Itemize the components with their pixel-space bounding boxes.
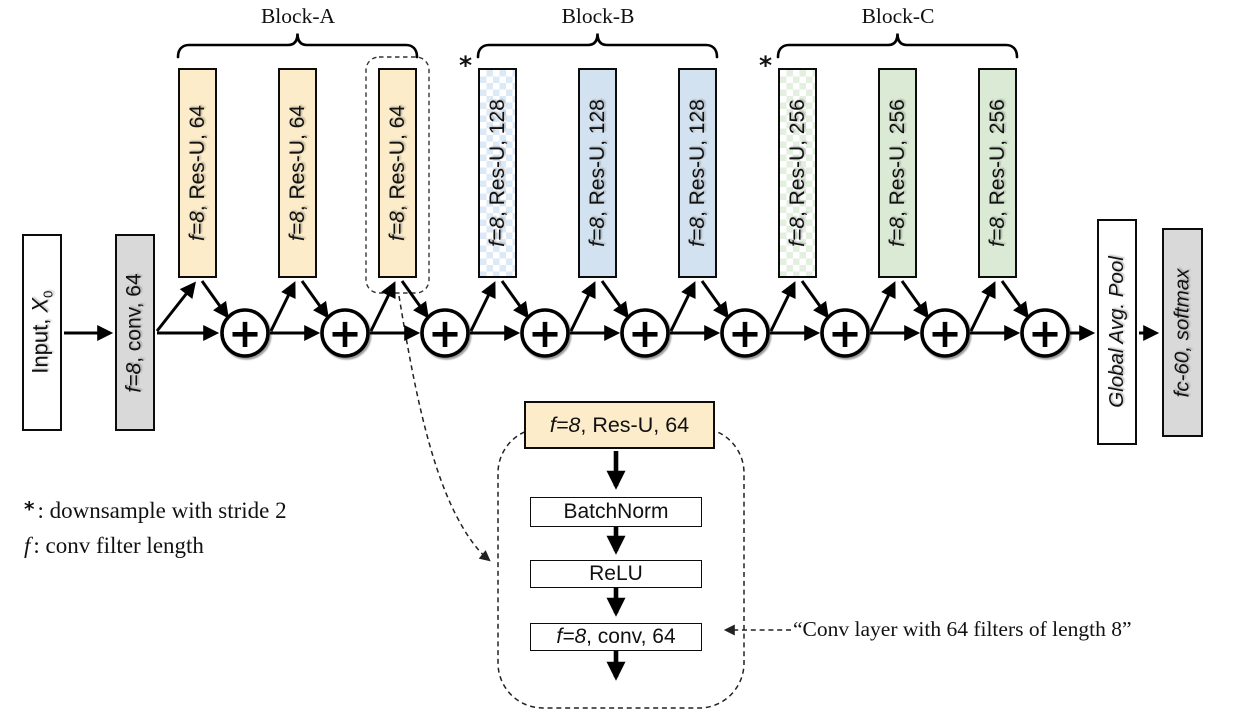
annotation-text: “Conv layer with 64 filters of length 8”: [793, 617, 1132, 641]
res-unit-a3-label: f=8, Res-U, 64: [385, 105, 409, 241]
block-c-label: Block-C: [861, 4, 935, 28]
brace-block-b: [476, 33, 719, 59]
zoom-callout-arrow: [398, 295, 491, 562]
global-avg-pool-box: Global Avg. Pool: [1097, 219, 1137, 445]
relu-label: ReLU: [589, 562, 643, 585]
sum-node: [520, 308, 570, 358]
connector-arrow: [269, 281, 296, 332]
res-unit-c1: f=8, Res-U, 256: [778, 68, 817, 278]
connector-arrow: [700, 280, 729, 319]
connector-arrow: [669, 281, 696, 332]
connector-arrow: [300, 280, 329, 319]
fc-softmax-label: fc-60, softmax: [1170, 268, 1194, 397]
sum-node: [320, 308, 370, 358]
connector-arrow: [900, 280, 929, 319]
fc-softmax-box: fc-60, softmax: [1162, 228, 1203, 437]
plus-icon: +: [1028, 311, 1062, 357]
detail-res-unit-box: f=8, Res-U, 64: [524, 401, 715, 449]
plus-icon: +: [328, 311, 362, 357]
connector-arrow: [869, 281, 896, 332]
detail-res-unit-label: f=8, Res-U, 64: [549, 412, 690, 437]
res-unit-c3-label: f=8, Res-U, 256: [985, 99, 1009, 247]
downsample-asterisk-block-c: *: [759, 51, 773, 80]
connector-arrow: [155, 281, 196, 332]
legend: *: downsample with stride 2 f: conv filt…: [24, 497, 287, 568]
detail-conv-box: f=8, conv, 64: [530, 623, 702, 651]
res-unit-a3: f=8, Res-U, 64: [378, 68, 417, 278]
batchnorm-label: BatchNorm: [563, 500, 669, 523]
connector-arrow: [469, 281, 496, 332]
downsample-asterisk-block-b: *: [459, 51, 473, 80]
plus-icon: +: [728, 311, 762, 357]
connector-arrow: [400, 280, 429, 319]
connector-arrow: [969, 281, 996, 332]
plus-icon: +: [228, 311, 262, 357]
connector-arrow: [1000, 280, 1029, 319]
connector-arrow: [569, 281, 596, 332]
res-unit-c1-label: f=8, Res-U, 256: [785, 99, 809, 247]
sum-node: [1020, 308, 1070, 358]
res-unit-b2-label: f=8, Res-U, 128: [585, 99, 609, 247]
legend-filter-length: f: conv filter length: [24, 533, 287, 568]
res-unit-b1-label: f=8, Res-U, 128: [485, 99, 509, 247]
stem-conv-label: f=8, conv, 64: [123, 272, 146, 393]
connector-arrow: [200, 280, 229, 319]
plus-icon: +: [928, 311, 962, 357]
input-label: Input, X0: [27, 290, 57, 375]
sum-node: [420, 308, 470, 358]
legend-filter-length-text: : conv filter length: [33, 533, 204, 558]
res-unit-c2-label: f=8, Res-U, 256: [885, 99, 909, 247]
relu-box: ReLU: [530, 560, 702, 588]
connector-arrow: [500, 280, 529, 319]
res-unit-c3: f=8, Res-U, 256: [978, 68, 1017, 278]
res-unit-a2-label: f=8, Res-U, 64: [285, 105, 309, 241]
detail-conv-label: f=8, conv, 64: [556, 625, 676, 648]
legend-downsample: *: downsample with stride 2: [24, 497, 287, 533]
res-unit-a2: f=8, Res-U, 64: [278, 68, 317, 278]
sum-node: [620, 308, 670, 358]
input-box: Input, X0: [22, 234, 62, 431]
arrow-layer: [64, 280, 1160, 681]
sum-node: [920, 308, 970, 358]
res-unit-b1: f=8, Res-U, 128: [478, 68, 517, 278]
global-avg-pool-label: Global Avg. Pool: [1105, 256, 1129, 408]
res-unit-b3-label: f=8, Res-U, 128: [685, 99, 709, 247]
res-unit-b2: f=8, Res-U, 128: [578, 68, 617, 278]
brace-block-c: [776, 33, 1019, 59]
asterisk-symbol: *: [24, 497, 35, 521]
plus-icon: +: [428, 311, 462, 357]
sum-node: [220, 308, 270, 358]
res-unit-b3: f=8, Res-U, 128: [678, 68, 717, 278]
res-unit-a1: f=8, Res-U, 64: [178, 68, 217, 278]
plus-icon: +: [628, 311, 662, 357]
batchnorm-box: BatchNorm: [530, 497, 702, 527]
connector-arrow: [600, 280, 629, 319]
sum-node: [720, 308, 770, 358]
connector-arrow: [369, 281, 396, 332]
connector-arrow: [800, 280, 829, 319]
detail-panel-outline: [497, 427, 745, 709]
brace-block-a: [176, 33, 419, 59]
legend-downsample-text: : downsample with stride 2: [37, 498, 287, 523]
sum-node-layer: + + + + + + + + +: [220, 308, 1070, 358]
highlight-dashed-outline: [365, 56, 430, 294]
res-unit-c2: f=8, Res-U, 256: [878, 68, 917, 278]
block-a-label: Block-A: [260, 4, 336, 28]
f-symbol: f: [24, 533, 31, 558]
connector-arrow: [769, 281, 796, 332]
sum-node: [820, 308, 870, 358]
plus-icon: +: [528, 311, 562, 357]
stem-conv-box: f=8, conv, 64: [115, 234, 155, 431]
res-unit-a1-label: f=8, Res-U, 64: [185, 105, 209, 241]
plus-icon: +: [828, 311, 862, 357]
block-b-label: Block-B: [561, 4, 635, 28]
